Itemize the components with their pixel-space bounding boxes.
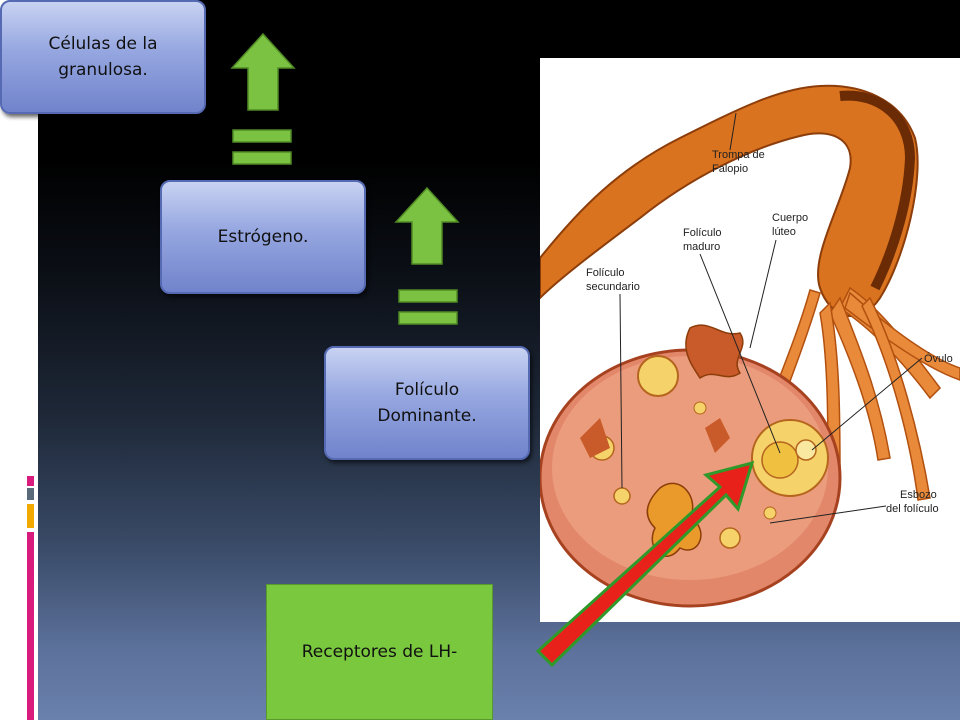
label-esbozo-1: Esbozo [900, 489, 937, 501]
label-trompa-1: Trompa de [712, 149, 765, 161]
label-maduro-1: Folículo [683, 227, 722, 239]
label-secundario-2: secundario [586, 281, 640, 293]
ovary-illustration: Trompa de Falopio Cuerpo lúteo Folículo … [540, 58, 960, 622]
label-secundario-1: Folículo [586, 267, 625, 279]
red-diagonal-arrow-icon [535, 460, 755, 668]
up-arrow-icon [230, 32, 296, 111]
deco-bar-gray [27, 488, 34, 500]
deco-bar-yellow [27, 504, 34, 528]
equals-icon [398, 289, 458, 325]
label-esbozo-2: del folículo [886, 503, 939, 515]
label-cuerpo-2: lúteo [772, 226, 796, 238]
dominant-follicle-label: Folículo Dominante. [377, 379, 477, 426]
deco-bar-pink-1 [27, 476, 34, 486]
ovary-drawing: Trompa de Falopio Cuerpo lúteo Folículo … [540, 84, 960, 608]
up-arrow-icon [394, 186, 460, 265]
deco-bar-pink-2 [27, 532, 34, 720]
label-cuerpo-1: Cuerpo [772, 212, 808, 224]
estrogen-box: Estrógeno. [160, 180, 366, 294]
granulosa-cells-box: Células de la granulosa. [0, 0, 206, 114]
lh-receptors-label: Receptores de LH- [301, 642, 458, 662]
label-trompa-2: Falopio [712, 163, 748, 175]
estrogen-label: Estrógeno. [217, 226, 309, 247]
dominant-follicle-box: Folículo Dominante. [324, 346, 530, 460]
equals-icon [232, 129, 292, 165]
granulosa-cells-label: Células de la granulosa. [48, 33, 158, 80]
label-ovulo: Óvulo [924, 352, 953, 365]
lh-receptors-box: Receptores de LH- [266, 584, 493, 720]
label-maduro-2: maduro [683, 241, 720, 253]
